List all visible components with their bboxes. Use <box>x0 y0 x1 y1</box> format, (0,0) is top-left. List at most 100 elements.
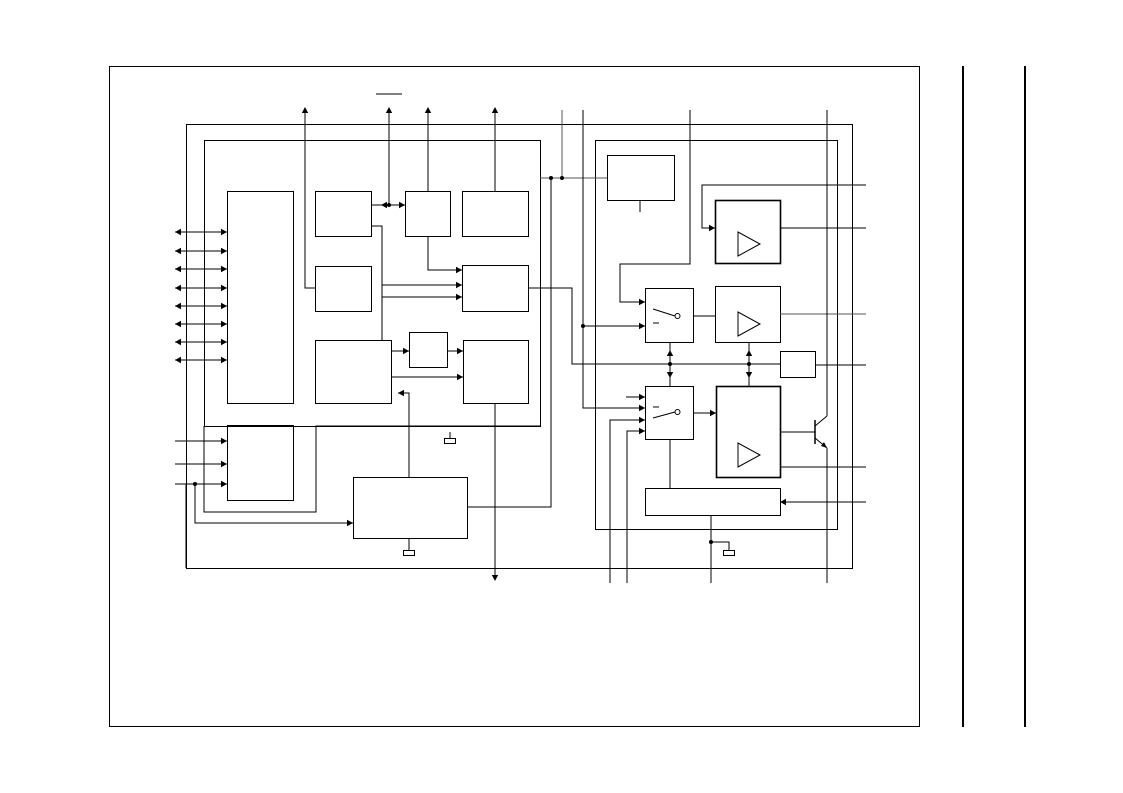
transistor-symbol <box>780 415 828 449</box>
junction-dot <box>747 362 751 366</box>
wire-to-switch2-a <box>582 326 645 409</box>
io-pin-arrow-out <box>175 265 181 273</box>
arrowhead <box>221 460 227 468</box>
junction-dot <box>560 176 564 180</box>
amplifier-3-symbol <box>737 442 762 468</box>
arrowhead <box>639 393 645 401</box>
io-pin-arrow-out <box>175 320 181 328</box>
arrowhead <box>385 107 393 113</box>
arrowheads <box>221 107 786 581</box>
arrowhead <box>639 298 645 306</box>
wire-i-right <box>467 178 552 508</box>
wire-b-e <box>427 236 462 271</box>
figure-frame <box>109 66 920 727</box>
block-r2 <box>780 351 816 378</box>
io-pin-arrow-out <box>175 284 181 292</box>
arrowhead <box>424 107 432 113</box>
arrowhead <box>301 107 309 113</box>
switch-2-symbol <box>652 406 681 419</box>
ground-stem <box>711 541 730 550</box>
block-e <box>462 265 529 312</box>
switch-1 <box>645 288 694 343</box>
input-block <box>227 425 294 501</box>
arrowhead <box>221 480 227 488</box>
left-section-outline <box>204 140 541 427</box>
wire-to-switch1-b <box>582 110 645 327</box>
io-pin-arrow-out <box>175 302 181 310</box>
block-f <box>315 340 392 404</box>
amplifier-2-symbol <box>737 311 762 337</box>
arrowhead <box>666 350 674 356</box>
arrowhead <box>399 201 405 209</box>
ground-symbol <box>403 550 415 556</box>
amplifier-2 <box>715 286 781 343</box>
io-pin-arrow-in <box>221 356 227 364</box>
io-pin-arrow-in <box>221 265 227 273</box>
switch-1-symbol <box>652 308 681 324</box>
arrowhead <box>639 416 645 424</box>
arrowhead <box>456 266 462 274</box>
block-a <box>315 191 372 237</box>
amplifier-3 <box>715 385 782 479</box>
wire-pin-to-amp1 <box>701 184 866 229</box>
wire-top-pin-1 <box>304 110 315 289</box>
io-pin-arrow-in <box>221 302 227 310</box>
chip-outline <box>186 124 853 569</box>
arrowhead <box>221 437 227 445</box>
junction-dot <box>709 540 713 544</box>
wire-to-switch2-d <box>626 430 645 583</box>
io-pin-arrow-in <box>221 284 227 292</box>
left-section-lower-path <box>203 425 540 513</box>
block-c <box>462 191 529 237</box>
amplifier-1-symbol <box>737 231 762 257</box>
io-pin-arrow-in <box>221 338 227 346</box>
arrowhead <box>639 322 645 330</box>
ground-symbol <box>444 438 456 444</box>
right-section-outline <box>595 140 838 530</box>
arrowhead <box>457 347 463 355</box>
junction-dot <box>581 324 585 328</box>
wire-to-switch2-c <box>609 419 645 583</box>
arrowhead <box>710 409 716 417</box>
io-pins <box>175 228 227 364</box>
junction-dot <box>193 482 197 486</box>
block-d <box>315 266 372 312</box>
bias-block <box>645 488 781 516</box>
arrowhead <box>745 372 753 378</box>
arrowhead <box>491 575 499 581</box>
arrowhead <box>456 293 462 301</box>
io-port-block <box>227 191 294 404</box>
io-pin-arrow-out <box>175 228 181 236</box>
wire-e-right <box>528 287 780 365</box>
block-b <box>405 191 451 237</box>
wire-a-e <box>371 225 462 286</box>
io-pin-arrow-in <box>221 247 227 255</box>
io-pin-arrow-out <box>175 247 181 255</box>
arrowhead <box>745 350 753 356</box>
junctions <box>193 176 751 544</box>
arrowhead <box>381 201 387 209</box>
amplifier-1 <box>714 199 782 265</box>
arrowhead <box>780 498 786 506</box>
arrowhead <box>347 519 353 527</box>
arrowhead <box>709 224 715 232</box>
arrowhead <box>403 347 409 355</box>
wire-i-f <box>398 392 410 477</box>
junction-dot <box>668 362 672 366</box>
wire-d-e <box>381 296 462 311</box>
io-pin-arrow-in <box>221 228 227 236</box>
arrowhead <box>639 404 645 412</box>
io-pin-arrow-out <box>175 356 181 364</box>
junction-dot <box>549 176 553 180</box>
ground-symbol <box>723 550 735 556</box>
wire-pin-to-switch1 <box>619 110 691 303</box>
junction-dot <box>387 203 391 207</box>
arrowhead <box>491 107 499 113</box>
arrowhead <box>456 281 462 289</box>
block-r1 <box>607 155 675 201</box>
io-pin-arrow-out <box>175 338 181 346</box>
wire-input-3-to-i <box>194 484 353 524</box>
block-h <box>463 340 529 404</box>
arrowhead <box>666 372 674 378</box>
